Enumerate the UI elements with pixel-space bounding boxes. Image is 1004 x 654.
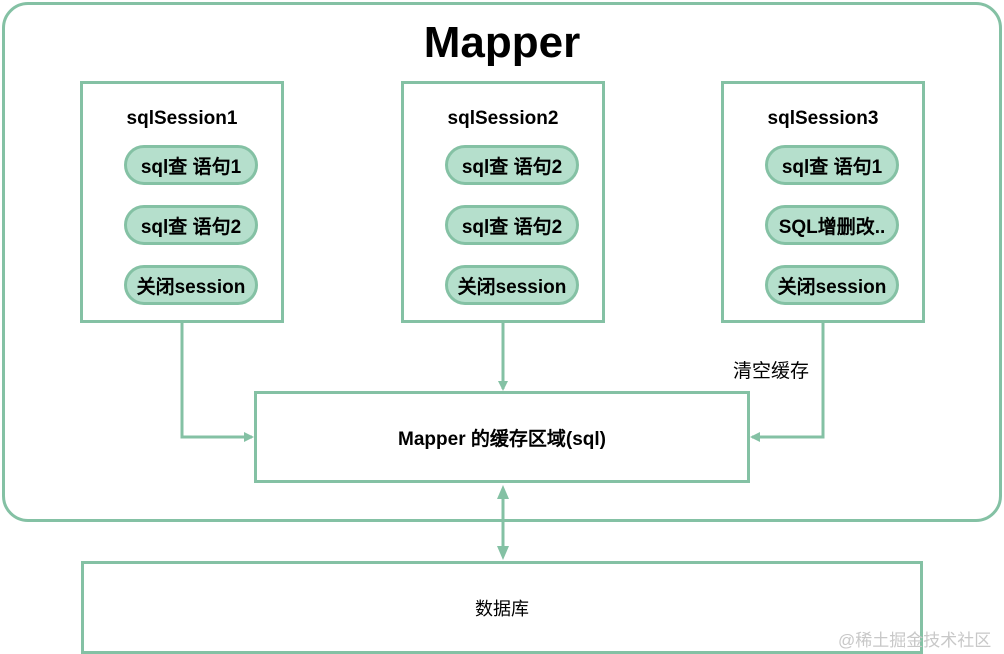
sql-step-pill: sql查 语句1 (765, 145, 899, 185)
close-session-pill: 关闭session (765, 265, 899, 305)
session-title: sqlSession2 (447, 108, 559, 129)
database-box: 数据库 (81, 561, 923, 654)
session-box-2: sqlSession2 sql查 语句2 sql查 语句2 关闭session (401, 81, 605, 323)
close-session-pill: 关闭session (124, 265, 258, 305)
sql-step-pill: sql查 语句1 (124, 145, 258, 185)
close-session-pill: 关闭session (445, 265, 579, 305)
mapper-title: Mapper (423, 18, 581, 67)
watermark: @稀土掘金技术社区 (838, 631, 992, 650)
arrowhead-up-icon (497, 485, 509, 499)
session-box-1: sqlSession1 sql查 语句1 sql查 语句2 关闭session (80, 81, 284, 323)
arrow-session1-to-cache (180, 323, 254, 442)
sql-modify-pill: SQL增删改.. (765, 205, 899, 245)
arrowhead-down-icon (497, 546, 509, 560)
session-title: sqlSession1 (126, 108, 238, 129)
sql-step-pill: sql查 语句2 (445, 205, 579, 245)
sql-step-pill: sql查 语句2 (124, 205, 258, 245)
arrow-session3-to-cache (750, 323, 825, 442)
sql-step-pill: sql查 语句2 (445, 145, 579, 185)
mapper-cache-box: Mapper 的缓存区域(sql) (254, 391, 750, 483)
clear-cache-label: 清空缓存 (733, 361, 810, 382)
session-title: sqlSession3 (767, 108, 879, 129)
session-box-3: sqlSession3 sql查 语句1 SQL增删改.. 关闭session (721, 81, 925, 323)
